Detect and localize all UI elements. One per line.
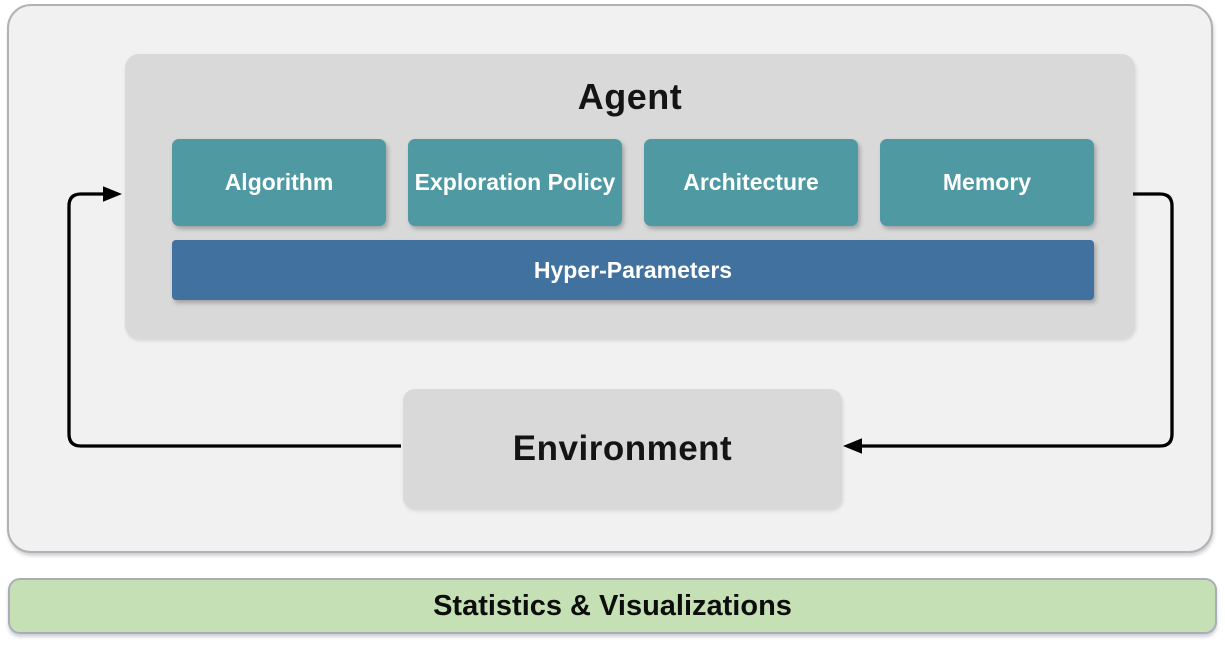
- module-algorithm: Algorithm: [172, 139, 386, 226]
- module-exploration-policy: Exploration Policy: [408, 139, 622, 226]
- environment-box: Environment: [403, 389, 842, 509]
- agent-title: Agent: [577, 76, 683, 117]
- rl-loop-panel: Agent Algorithm Exploration Policy Archi…: [7, 4, 1213, 553]
- hyper-parameters-bar: Hyper-Parameters: [172, 240, 1094, 300]
- module-memory: Memory: [880, 139, 1094, 226]
- module-architecture: Architecture: [644, 139, 858, 226]
- agent-modules-row: Algorithm Exploration Policy Architectur…: [172, 139, 1094, 226]
- agent-box: Agent Algorithm Exploration Policy Archi…: [125, 54, 1135, 339]
- statistics-visualizations-bar: Statistics & Visualizations: [8, 578, 1217, 634]
